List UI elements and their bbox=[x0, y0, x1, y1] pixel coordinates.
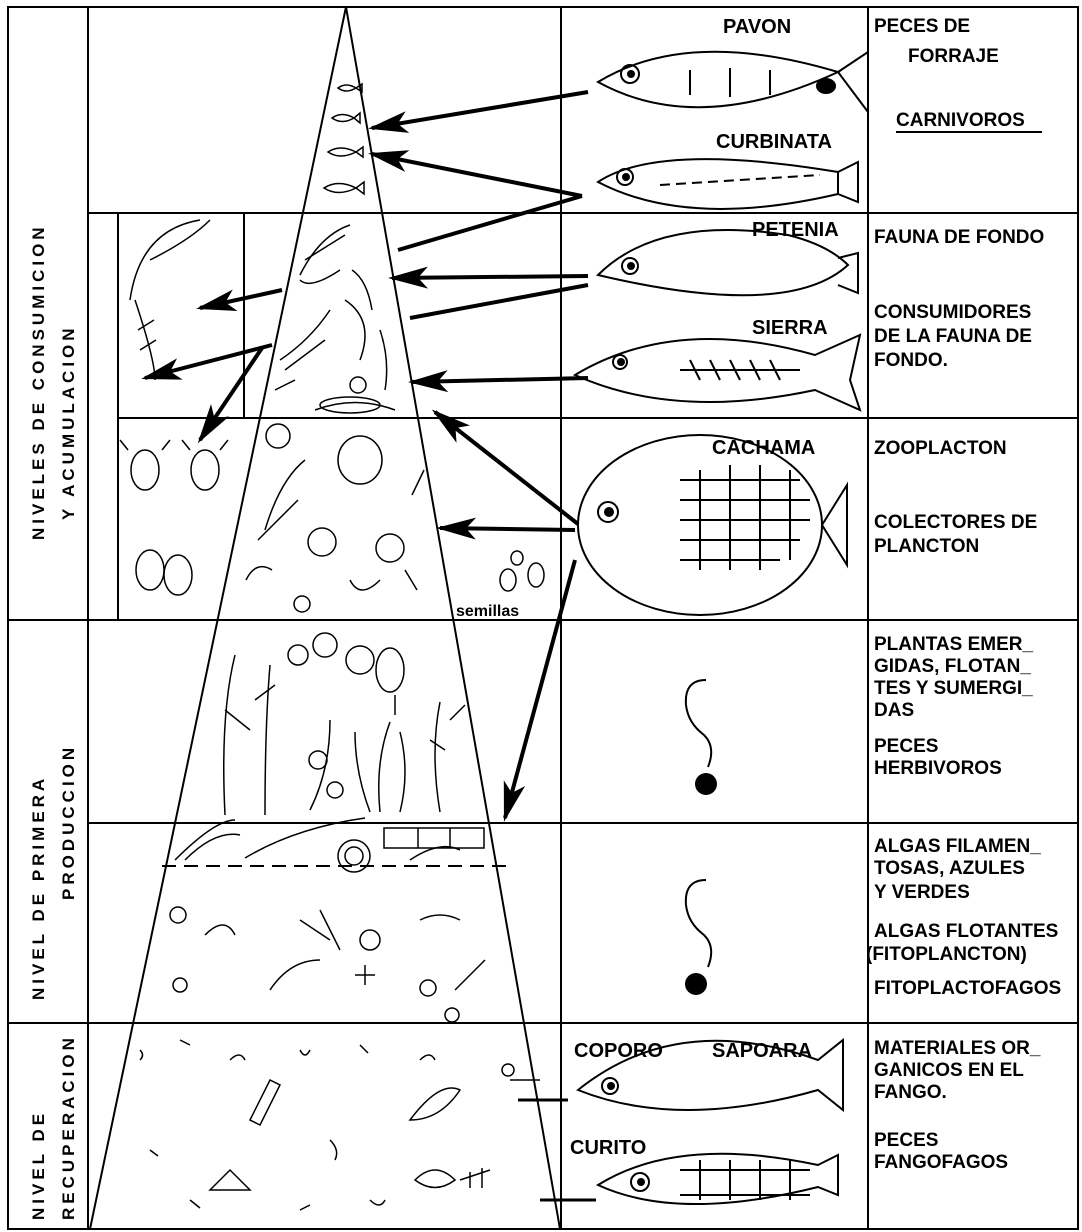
bottom-fauna-consumers-2: DE LA FAUNA DE bbox=[874, 326, 1032, 347]
bottom-fauna-consumers-1: CONSUMIDORES bbox=[874, 302, 1031, 323]
pyramid-outline bbox=[89, 6, 561, 1230]
fish-sierra bbox=[572, 333, 862, 412]
plants-label-2: GIDAS, FLOTAN_ bbox=[874, 656, 1031, 677]
algae-label-2: TOSAS, AZULES bbox=[874, 858, 1025, 879]
algae-label-1: ALGAS FILAMEN_ bbox=[874, 836, 1041, 857]
forage-fish-icons bbox=[322, 82, 365, 196]
feeding-arrows bbox=[141, 90, 596, 1202]
fish-cachama bbox=[577, 434, 848, 616]
primary-level-label-1: NIVEL DE PRIMERA bbox=[29, 775, 48, 1000]
bottom-fauna-label: FAUNA DE FONDO bbox=[874, 227, 1044, 248]
zooplankton-drawings bbox=[119, 423, 425, 613]
question-mark-phytoplanktophages-icon bbox=[684, 879, 713, 995]
mud-feeders-label-2: FANGOFAGOS bbox=[874, 1152, 1008, 1173]
fish-label-curito: CURITO bbox=[570, 1137, 646, 1159]
question-mark-herbivores-icon bbox=[684, 679, 717, 795]
grid-lines bbox=[7, 6, 1079, 1230]
fish-sapoara bbox=[576, 1037, 844, 1113]
consumption-level-label-2: Y ACUMULACION bbox=[59, 324, 78, 520]
plants-label-1: PLANTAS EMER_ bbox=[874, 634, 1033, 655]
mud-debris-drawings bbox=[139, 1039, 540, 1211]
forage-fish-label-1: PECES DE bbox=[874, 16, 970, 37]
primary-level-label-2: PRODUCCION bbox=[59, 744, 78, 900]
mud-feeders-label-1: PECES bbox=[874, 1130, 938, 1151]
plankton-collectors-1: COLECTORES DE bbox=[874, 512, 1037, 533]
fish-label-sierra: SIERRA bbox=[752, 317, 828, 339]
plants-label-3: TES Y SUMERGI_ bbox=[874, 678, 1033, 699]
fish-label-pavon: PAVON bbox=[723, 16, 791, 38]
fish-label-coporo: COPORO bbox=[574, 1040, 663, 1062]
fish-curbinata bbox=[596, 158, 859, 210]
seeds-drawing bbox=[499, 550, 545, 592]
algae-label-3: Y VERDES bbox=[874, 882, 970, 903]
zooplankton-label: ZOOPLACTON bbox=[874, 438, 1007, 459]
floating-algae-label: ALGAS FLOTANTES bbox=[874, 921, 1058, 942]
bottom-fauna-consumers-3: FONDO. bbox=[874, 350, 948, 371]
organic-materials-label-3: FANGO. bbox=[874, 1082, 947, 1103]
fish-label-cachama: CACHAMA bbox=[712, 437, 815, 459]
fish-pavon bbox=[596, 50, 869, 115]
carnivores-label: CARNIVOROS bbox=[896, 110, 1025, 131]
herbivores-label-2: HERBIVOROS bbox=[874, 758, 1002, 779]
phytoplankton-label: (FITOPLANCTON) bbox=[866, 944, 1027, 965]
fish-label-sapoara: SAPOARA bbox=[712, 1040, 812, 1062]
recovery-level-label-1: NIVEL DE bbox=[29, 1110, 48, 1220]
fish-petenia bbox=[596, 229, 859, 297]
phytoplanktophages-label: FITOPLACTOFAGOS bbox=[874, 978, 1061, 999]
recovery-level-label-2: RECUPERACION bbox=[59, 1034, 78, 1220]
semillas-label: semillas bbox=[456, 603, 519, 620]
algae-drawings bbox=[169, 817, 486, 1023]
aquatic-plants-drawings bbox=[223, 632, 466, 816]
forage-fish-label-2: FORRAJE bbox=[908, 46, 999, 67]
plankton-collectors-2: PLANCTON bbox=[874, 536, 979, 557]
consumption-level-label-1: NIVELES DE CONSUMICION bbox=[29, 223, 48, 540]
fish-label-curbinata: CURBINATA bbox=[716, 131, 832, 153]
organic-materials-label-1: MATERIALES OR_ bbox=[874, 1038, 1041, 1059]
plants-label-4: DAS bbox=[874, 700, 914, 721]
organic-materials-label-2: GANICOS EN EL bbox=[874, 1060, 1024, 1081]
herbivores-label-1: PECES bbox=[874, 736, 938, 757]
bottom-fauna-drawings bbox=[129, 219, 396, 414]
fish-curito bbox=[595, 1152, 839, 1205]
fish-label-petenia: PETENIA bbox=[752, 219, 839, 241]
